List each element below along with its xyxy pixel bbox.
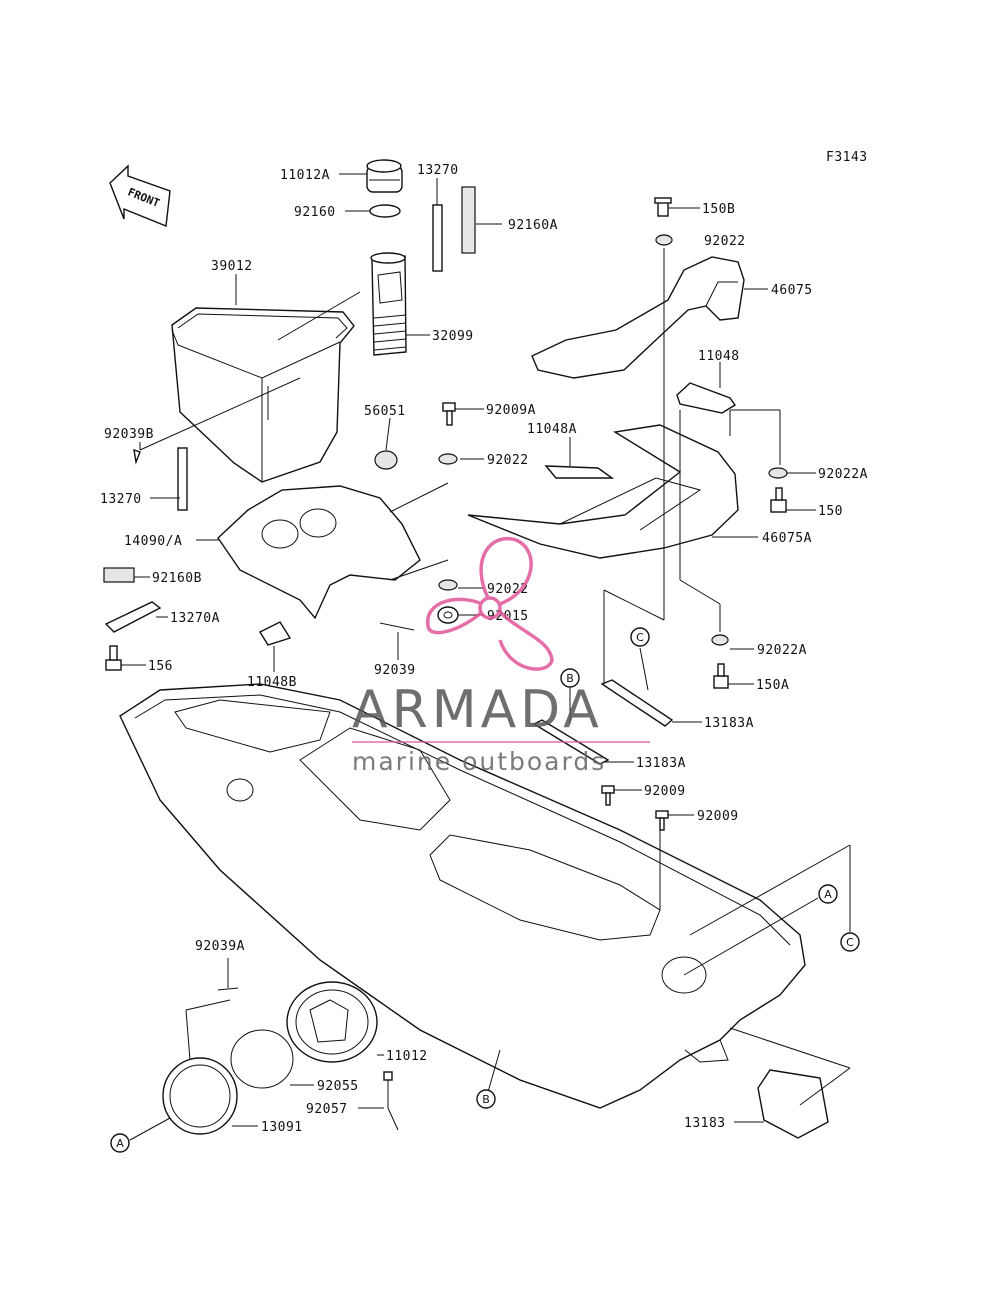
- wire-92057: [383, 1071, 399, 1131]
- callout-labels: 11012A 13270 92160 92160A 39012 32099 15…: [100, 163, 868, 1135]
- label-92009A: 92009A: [486, 403, 536, 418]
- label-92160A: 92160A: [508, 218, 558, 233]
- label-11012: 11012: [386, 1049, 428, 1064]
- reference-mark-c-upper: C: [630, 627, 650, 647]
- pin-92039A: [217, 987, 239, 991]
- label-150A: 150A: [756, 678, 789, 693]
- plug-56051: [374, 450, 398, 470]
- rear-deck-46075A: [467, 424, 739, 559]
- clamp-13183: [757, 1069, 829, 1139]
- cap-11012A: [366, 159, 403, 193]
- label-92039A: 92039A: [195, 939, 245, 954]
- bolt-92009A: [442, 402, 456, 426]
- svg-text:B: B: [566, 672, 574, 685]
- label-92022A-low: 92022A: [757, 643, 807, 658]
- label-14090A: 14090/A: [124, 534, 182, 549]
- washer-92022A-right: [768, 467, 788, 479]
- reference-mark-c-lower: C: [840, 932, 860, 952]
- label-92039B: 92039B: [104, 427, 154, 442]
- reference-mark-a-left: A: [110, 1133, 130, 1153]
- washer-92022A-low: [711, 634, 729, 646]
- o-ring-92160: [369, 204, 401, 218]
- pin-92039B: [133, 448, 141, 465]
- label-92039: 92039: [374, 663, 416, 678]
- leader-lines: [121, 173, 851, 1141]
- pin-92039: [379, 622, 415, 631]
- bracket-11048A: [544, 465, 615, 479]
- svg-text:A: A: [116, 1137, 124, 1150]
- nut-92015: [437, 606, 459, 624]
- cover-11012: [286, 981, 378, 1063]
- label-150: 150: [818, 504, 843, 519]
- nut-150: [770, 487, 787, 513]
- strap-13270-left: [177, 447, 188, 511]
- washer-92022-mid: [438, 453, 458, 465]
- label-92057: 92057: [306, 1102, 348, 1117]
- label-46075: 46075: [771, 283, 813, 298]
- label-32099: 32099: [432, 329, 474, 344]
- label-92055: 92055: [317, 1079, 359, 1094]
- bracket-11048B: [259, 621, 292, 646]
- svg-text:C: C: [636, 631, 644, 644]
- label-92009-1: 92009: [644, 784, 686, 799]
- label-11048B: 11048B: [247, 675, 297, 690]
- label-92009-2: 92009: [697, 809, 739, 824]
- seat-46075: [531, 256, 745, 379]
- reference-mark-b-lower: B: [476, 1089, 496, 1109]
- bolt-156: [105, 645, 122, 671]
- label-92160B: 92160B: [152, 571, 202, 586]
- figure-code: F3143: [826, 150, 868, 165]
- screw-92009-2: [655, 810, 669, 831]
- label-13183A-2: 13183A: [636, 756, 686, 771]
- bolt-150B: [654, 197, 672, 217]
- label-13091: 13091: [261, 1120, 303, 1135]
- label-92160: 92160: [294, 205, 336, 220]
- label-150B: 150B: [702, 202, 735, 217]
- label-13183A-1: 13183A: [704, 716, 754, 731]
- washer-92022-low: [438, 579, 458, 591]
- screw-92009-1: [601, 785, 615, 806]
- pad-92160A: [461, 186, 476, 254]
- reference-mark-b-upper: B: [560, 668, 580, 688]
- label-11048A: 11048A: [527, 422, 577, 437]
- tube-32099: [370, 252, 407, 356]
- label-13183: 13183: [684, 1116, 726, 1131]
- svg-text:B: B: [482, 1093, 490, 1106]
- label-11012A: 11012A: [280, 168, 330, 183]
- strap-13270A: [104, 601, 162, 633]
- washer-92022-top: [655, 234, 673, 246]
- watermark-subtitle: marine outboards: [352, 747, 606, 776]
- label-11048: 11048: [698, 349, 740, 364]
- armada-watermark: ARMADA marine outboards: [352, 536, 650, 776]
- front-arrow: FRONT: [109, 164, 171, 227]
- bolt-150A: [713, 663, 729, 689]
- svg-text:C: C: [846, 936, 854, 949]
- label-13270A: 13270A: [170, 611, 220, 626]
- dash-panel-14090A: [217, 485, 421, 620]
- reference-mark-a-right: A: [818, 884, 838, 904]
- label-13270-top: 13270: [417, 163, 459, 178]
- pad-92160B: [103, 567, 135, 583]
- label-46075A: 46075A: [762, 531, 812, 546]
- strip-13183A-upper: [600, 679, 674, 727]
- hull-body: [119, 683, 806, 1109]
- o-ring-92055: [230, 1029, 294, 1089]
- bracket-11048: [676, 382, 737, 414]
- propeller-logo-icon: [426, 536, 554, 671]
- svg-text:A: A: [824, 888, 832, 901]
- ring-13091: [162, 1057, 238, 1135]
- label-39012: 39012: [211, 259, 253, 274]
- label-13270-left: 13270: [100, 492, 142, 507]
- label-92022-top: 92022: [704, 234, 746, 249]
- strap-13270: [432, 204, 443, 272]
- label-56051: 56051: [364, 404, 406, 419]
- label-156: 156: [148, 659, 173, 674]
- label-92022-mid: 92022: [487, 453, 529, 468]
- label-92022A-right: 92022A: [818, 467, 868, 482]
- watermark-brand: ARMADA: [352, 680, 603, 740]
